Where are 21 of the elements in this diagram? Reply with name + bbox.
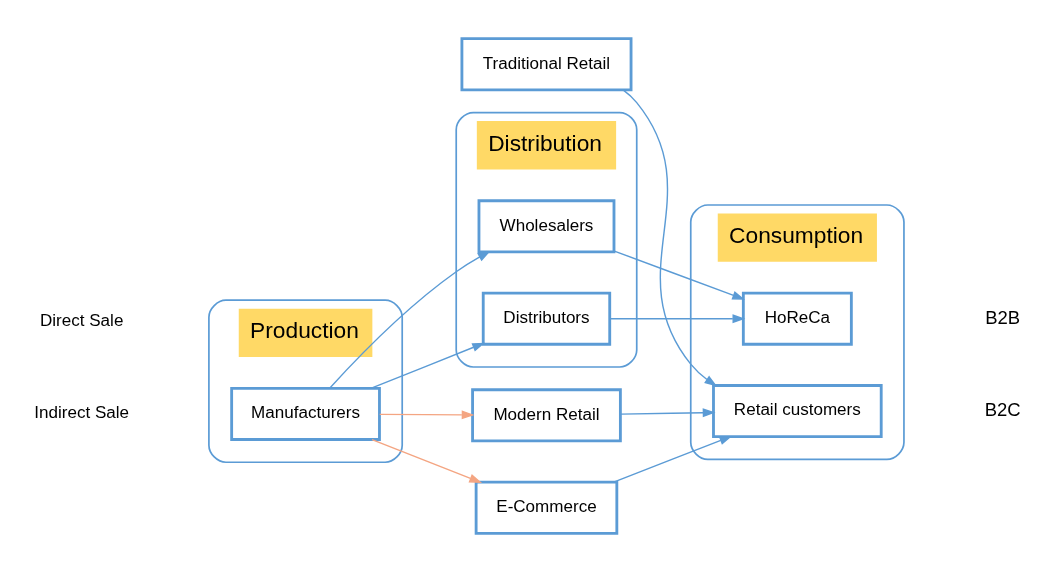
legend-label: Direct Sale	[40, 310, 124, 330]
node-box: E-Commerce	[474, 480, 619, 535]
node-box: Manufacturers	[230, 386, 381, 441]
node-box: Retail customers	[712, 384, 883, 439]
node-box: Wholesalers	[477, 199, 616, 254]
arrow	[371, 438, 483, 483]
arrow	[609, 314, 746, 324]
node-box: Modern Retail	[471, 388, 622, 443]
arrow	[620, 408, 716, 418]
label: B2B	[985, 306, 1021, 328]
arrow	[370, 342, 486, 389]
label: B2C	[984, 398, 1021, 420]
arrow	[613, 435, 733, 483]
arrow	[379, 410, 475, 420]
legend-label: Indirect Sale	[34, 403, 130, 423]
arrow	[622, 89, 718, 387]
arrow	[329, 251, 491, 389]
node-box: HoReCa	[741, 291, 853, 346]
arrow	[613, 250, 746, 300]
node-box: Distributors	[481, 291, 612, 346]
node-box: Traditional Retail	[460, 37, 633, 92]
